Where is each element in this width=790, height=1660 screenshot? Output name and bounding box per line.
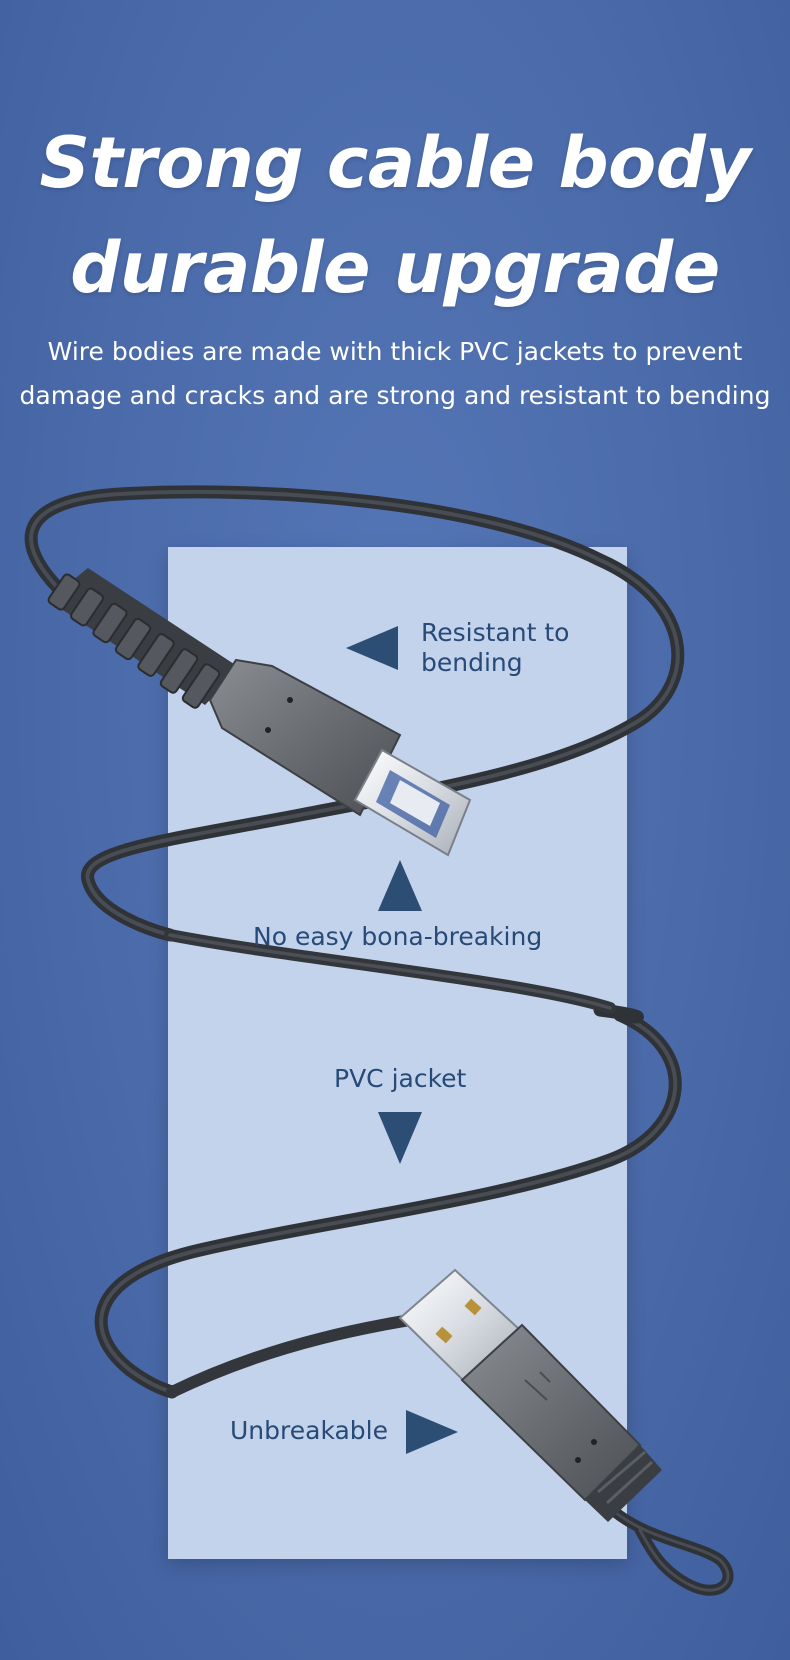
cable-front-strands xyxy=(164,929,616,1398)
description-line-1: Wire bodies are made with thick PVC jack… xyxy=(47,337,743,366)
callout-pvc-jacket: PVC jacket xyxy=(334,1064,467,1093)
description-line-2: damage and cracks and are strong and res… xyxy=(19,381,771,410)
arrow-left-icon xyxy=(346,626,398,670)
strain-relief-ribs xyxy=(47,568,240,709)
usb-b-connector xyxy=(47,568,472,857)
callout-unbreakable: Unbreakable xyxy=(230,1416,388,1445)
headline-line-1: Strong cable body xyxy=(39,122,751,204)
cable-coils xyxy=(24,485,734,1596)
arrow-down-icon xyxy=(378,1112,422,1164)
headline-line-2: durable upgrade xyxy=(70,227,720,309)
usb-a-connector xyxy=(398,1268,662,1522)
callout-resistant-to-bending-line-2: bending xyxy=(421,648,523,677)
arrow-up-icon xyxy=(378,860,422,911)
usb-b-plug-body xyxy=(208,658,402,817)
callout-resistant-to-bending-line-1: Resistant to xyxy=(421,618,570,647)
callout-no-easy-breaking: No easy bona-breaking xyxy=(253,922,543,951)
arrow-right-icon xyxy=(406,1410,458,1454)
